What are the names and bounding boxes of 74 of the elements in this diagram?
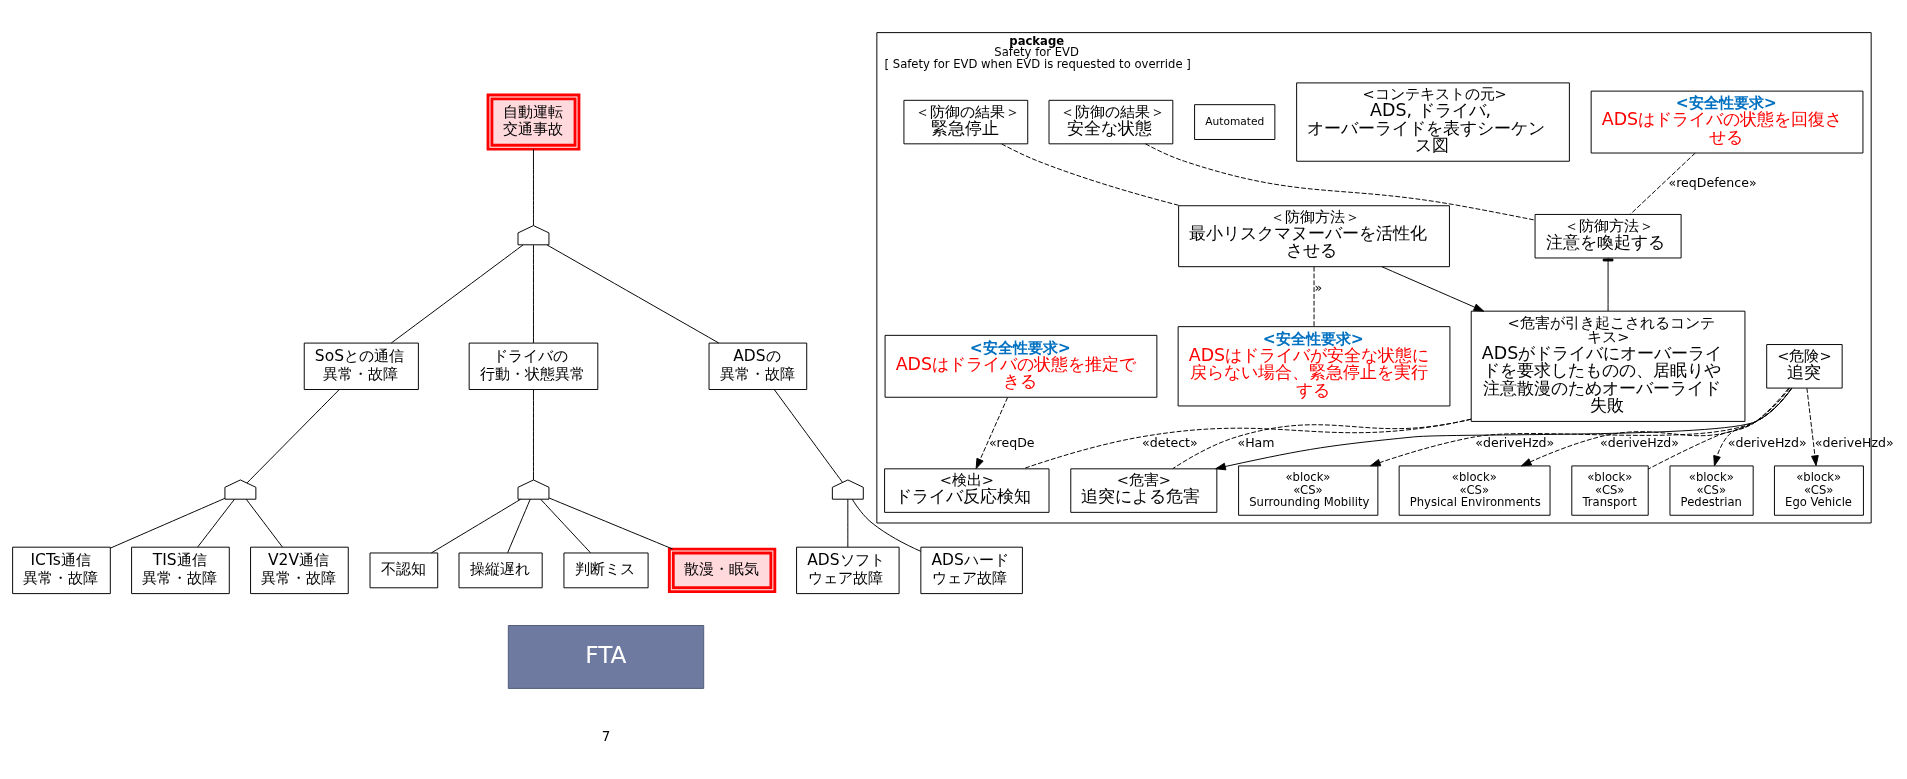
node-box: TIS通信異常・故障 bbox=[131, 546, 230, 594]
connector bbox=[1022, 418, 1472, 469]
node-box: V2V通信異常・故障 bbox=[250, 546, 349, 594]
connector bbox=[533, 388, 534, 480]
connector bbox=[246, 388, 340, 483]
node-box: ＜防御の結果＞ 安全な状態 bbox=[1048, 99, 1174, 144]
arrow bbox=[1713, 387, 1790, 466]
node-box: «block» «CS» Ego Vehicle bbox=[1773, 464, 1864, 516]
node-gate bbox=[224, 478, 257, 500]
connector bbox=[390, 244, 524, 343]
node-box: ADSソフトウェア故障 bbox=[796, 546, 900, 594]
edge-label: «deriveHzd» bbox=[1475, 434, 1555, 450]
arrow bbox=[975, 396, 1009, 469]
arrow bbox=[1215, 387, 1793, 470]
node-box: «block» «CS» Transport bbox=[1571, 464, 1649, 516]
node-box: <コンテキストの元> ADS, ドライバ, オーバーライドを表すシーケンス図 bbox=[1296, 81, 1570, 162]
connector bbox=[1647, 387, 1791, 470]
node-box: 判断ミス bbox=[563, 552, 649, 588]
arrow bbox=[1520, 387, 1792, 466]
node-box: 操縦遅れ bbox=[458, 552, 543, 588]
connector bbox=[430, 498, 522, 553]
connector bbox=[1629, 152, 1696, 215]
node-box: ドライバの行動・状態異常 bbox=[468, 342, 599, 390]
node-box: «block» «CS» Pedestrian bbox=[1669, 464, 1754, 516]
connector bbox=[1313, 265, 1315, 327]
connector bbox=[540, 498, 591, 553]
node-box: ＜防御の結果＞ 緊急停止 bbox=[903, 99, 1029, 144]
connector bbox=[197, 498, 235, 547]
node-box: «block» «CS» Surrounding Mobility bbox=[1238, 464, 1379, 516]
connector bbox=[245, 498, 283, 547]
connector bbox=[847, 498, 849, 547]
arrow bbox=[1370, 387, 1793, 466]
node-box: ＜防御方法＞ 最小リスクマヌーバーを活性化させる bbox=[1178, 204, 1450, 267]
connector bbox=[533, 148, 534, 226]
node-gate bbox=[517, 478, 550, 500]
node-box: <安全性要求> ADSはドライバの状態を推定できる bbox=[884, 334, 1158, 398]
arrow bbox=[1381, 265, 1485, 312]
node-box: ADSハードウェア故障 bbox=[920, 546, 1023, 594]
node-box: 散漫・眠気 bbox=[667, 547, 777, 593]
node-gate bbox=[831, 478, 864, 500]
node-box: <安全性要求> ADSはドライバの状態を回復させる bbox=[1590, 90, 1864, 153]
node-box: Automated bbox=[1194, 103, 1276, 140]
connector bbox=[546, 244, 720, 343]
node-box: FTA bbox=[507, 624, 705, 689]
node-box: <危害> 追突による危害 bbox=[1070, 467, 1218, 513]
arrow bbox=[1806, 387, 1819, 466]
edge-label: «Ham bbox=[1237, 434, 1275, 450]
connector bbox=[533, 244, 534, 343]
connector bbox=[851, 498, 922, 552]
label: 7 bbox=[601, 727, 611, 744]
node-box: <危害が引き起こされるコンテキス> ADSがドライバにオーバーライドを要求したものの、居眠りや注意散漫のためオーバーライド失敗 bbox=[1470, 310, 1746, 422]
connector bbox=[109, 497, 226, 549]
connector bbox=[507, 498, 531, 553]
node-box: ADSの異常・故障 bbox=[708, 342, 808, 390]
node-box: 不認知 bbox=[369, 552, 439, 588]
node-box: «block» «CS» Physical Environments bbox=[1398, 464, 1551, 516]
edge-label: «reqDe bbox=[988, 434, 1035, 450]
node-gate bbox=[517, 224, 550, 245]
node-box: ICTs通信異常・故障 bbox=[12, 546, 111, 594]
connector bbox=[773, 388, 843, 483]
connector bbox=[548, 497, 674, 549]
connector bbox=[1001, 142, 1181, 206]
edge-label: «deriveHzd» bbox=[1727, 434, 1807, 450]
node-box: <危険> 追突 bbox=[1766, 343, 1843, 389]
node-box: <安全性要求> ADSはドライバが安全な状態に戻らない場合、緊急停止を実行する bbox=[1177, 325, 1451, 406]
node-box: ＜防御方法＞ 注意を喚起する bbox=[1534, 213, 1682, 258]
connector bbox=[1602, 257, 1614, 311]
edge-label: «detect» bbox=[1142, 434, 1198, 450]
edge-label: » bbox=[1314, 279, 1323, 295]
node-box: <検出> ドライバ反応検知 bbox=[884, 467, 1050, 513]
node-box: SoSとの通信異常・故障 bbox=[303, 342, 419, 390]
connector bbox=[1144, 142, 1536, 221]
edge-label: «deriveHzd» bbox=[1600, 434, 1679, 450]
edge-label: «reqDefence» bbox=[1668, 174, 1757, 190]
